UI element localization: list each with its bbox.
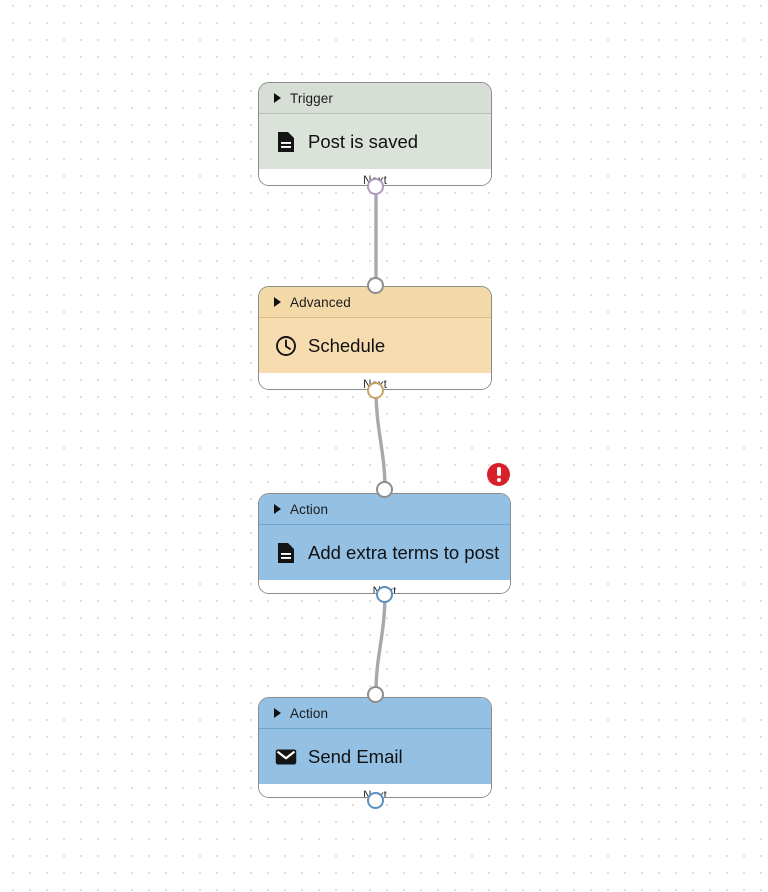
exclamation-glyph [496,467,501,482]
node-header-action-terms[interactable]: Action [259,494,510,524]
node-category-label: Advanced [290,294,351,310]
output-port-action-email-next[interactable] [367,792,384,809]
expand-caret-icon[interactable] [274,708,281,718]
node-body-advanced[interactable]: Schedule [259,318,491,373]
edge-advanced-to-action-terms [374,388,387,490]
node-body-trigger[interactable]: Post is saved [259,114,491,169]
node-header-trigger[interactable]: Trigger [259,83,491,113]
node-divider [259,728,491,729]
node-header-advanced[interactable]: Advanced [259,287,491,317]
node-divider [259,317,491,318]
workflow-node-trigger-post-is-saved[interactable]: Trigger Post is saved Next [258,82,492,186]
error-exclamation-icon[interactable] [487,463,510,486]
node-title: Post is saved [308,130,419,152]
node-header-action-email[interactable]: Action [259,698,491,728]
node-body-action-terms[interactable]: Add extra terms to post [259,525,510,580]
node-category-label: Action [290,501,329,517]
expand-caret-icon[interactable] [274,297,281,307]
output-port-action-terms-next[interactable] [376,586,393,603]
output-port-advanced-next[interactable] [367,382,384,399]
node-category-label: Trigger [290,90,333,106]
document-icon [275,131,297,153]
input-port-action-email[interactable] [367,686,384,703]
workflow-node-advanced-schedule[interactable]: Advanced Schedule Next [258,286,492,390]
output-port-trigger-next[interactable] [367,178,384,195]
node-category-label: Action [290,705,329,721]
expand-caret-icon[interactable] [274,93,281,103]
input-port-advanced[interactable] [367,277,384,294]
node-divider [259,113,491,114]
envelope-icon [275,746,297,768]
workflow-node-action-send-email[interactable]: Action Send Email Next [258,697,492,798]
workflow-node-action-add-extra-terms-to-post[interactable]: Action Add extra terms to post Next [258,493,511,594]
node-title: Send Email [308,745,403,767]
expand-caret-icon[interactable] [274,504,281,514]
document-icon [275,542,297,564]
node-title: Add extra terms to post [308,541,500,563]
node-divider [259,524,510,525]
input-port-action-terms[interactable] [376,481,393,498]
node-title: Schedule [308,334,386,356]
node-body-action-email[interactable]: Send Email [259,729,491,784]
edge-action-terms-to-send-email [374,592,387,693]
clock-icon [275,335,297,357]
